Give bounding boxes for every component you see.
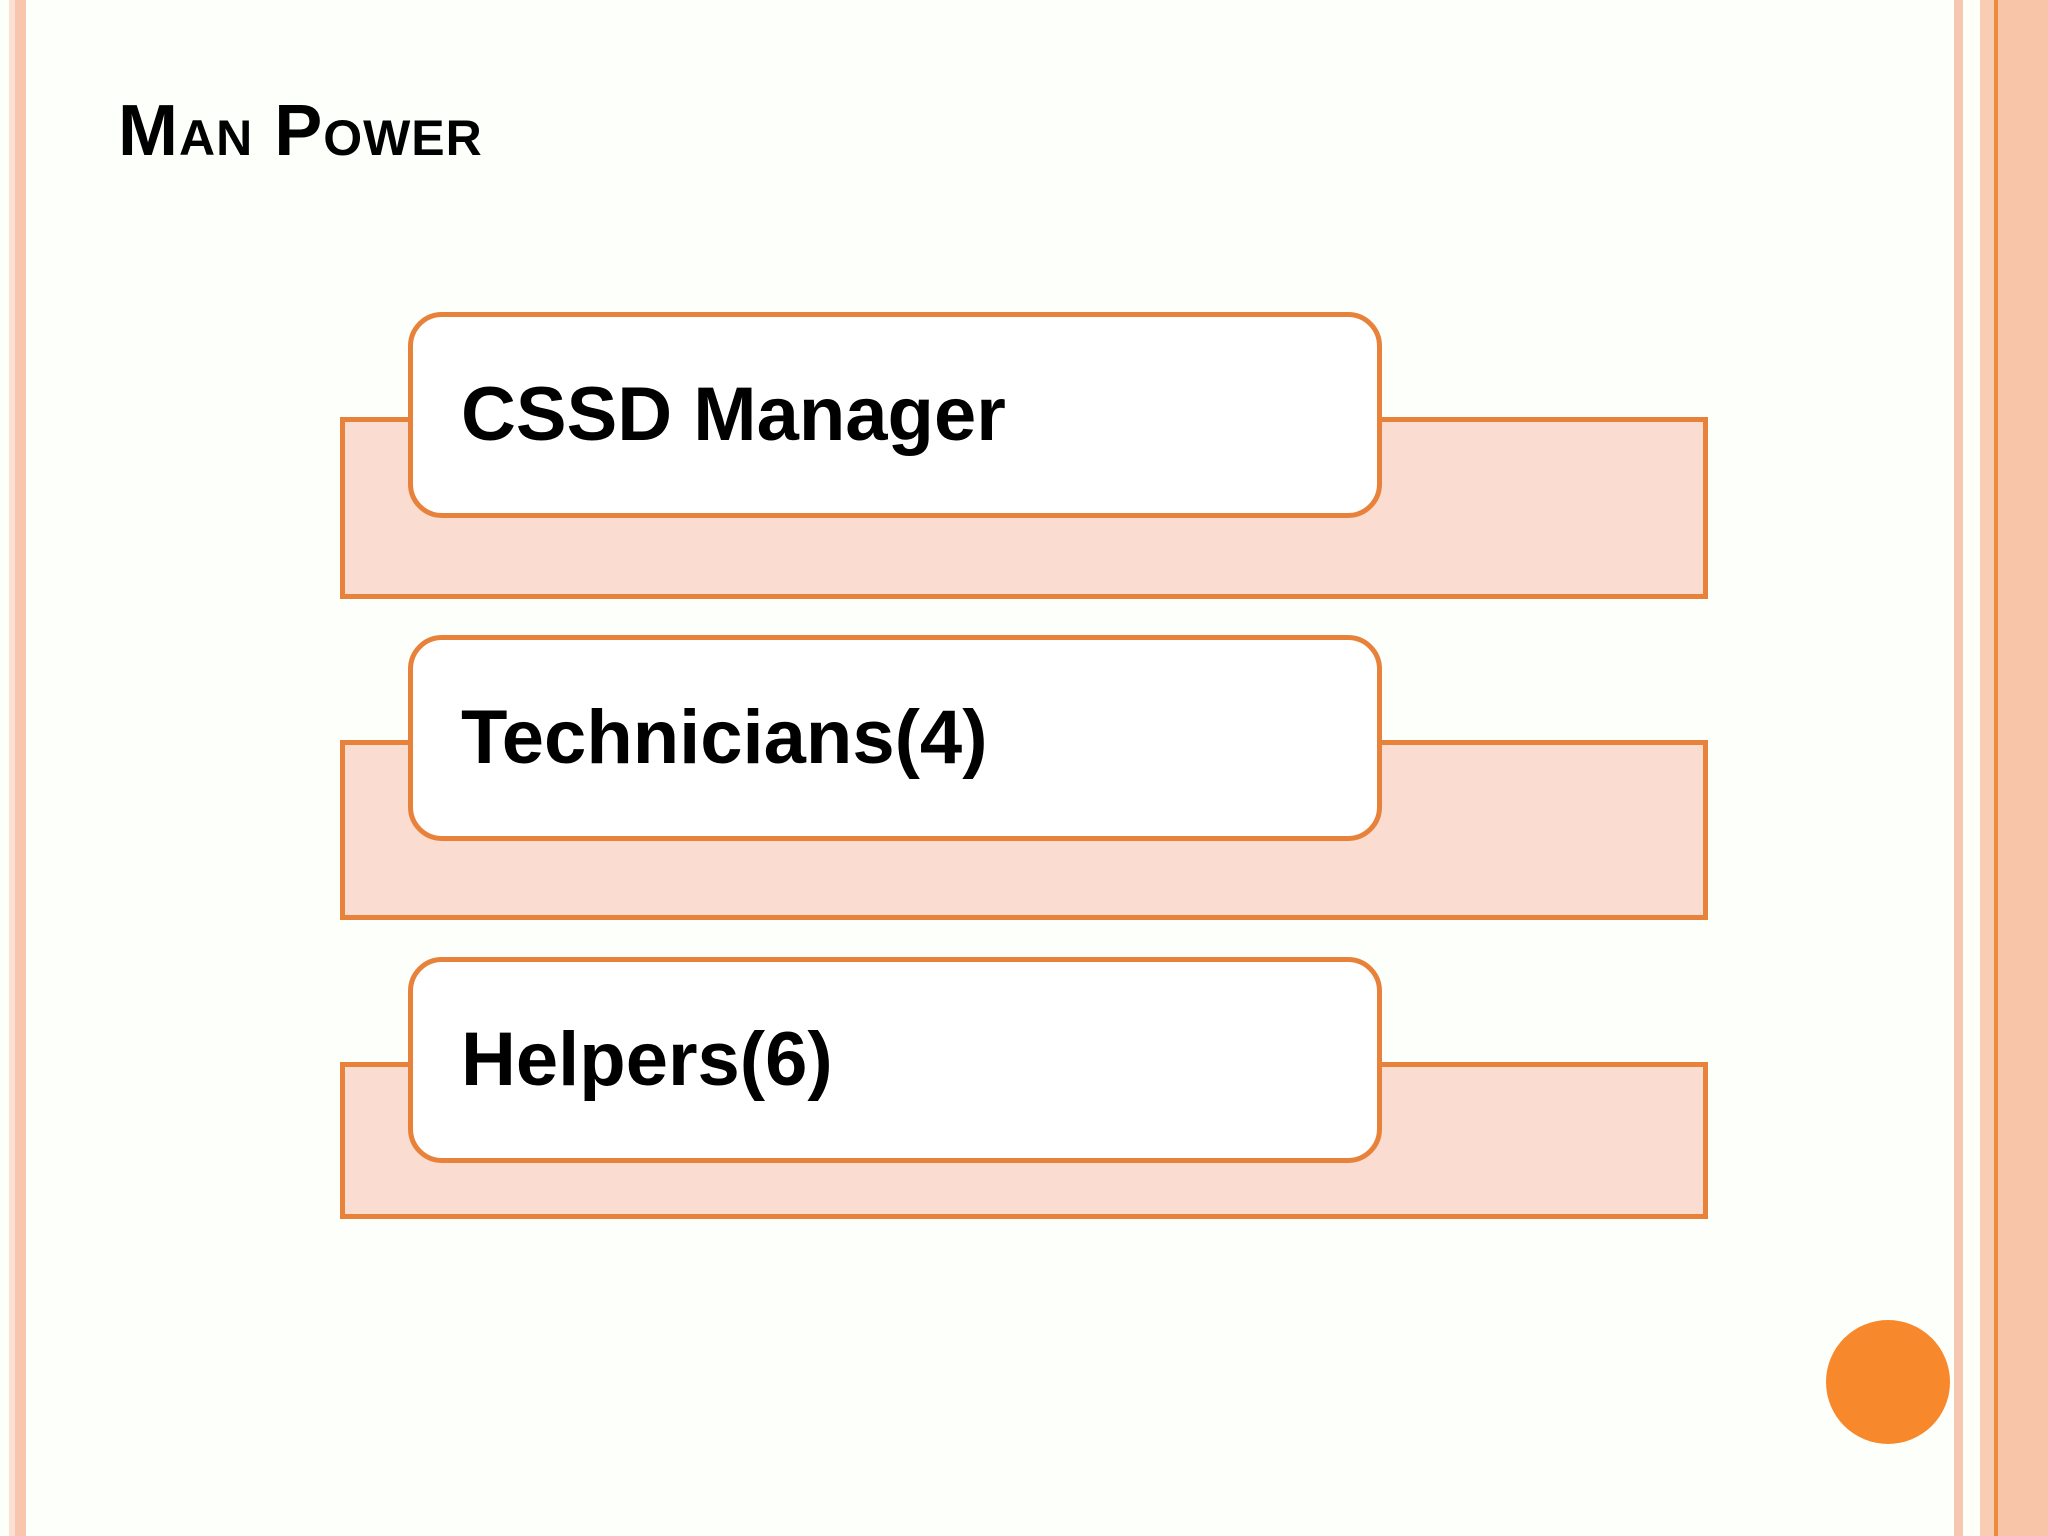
- list-item-label: CSSD Manager: [461, 372, 1006, 457]
- right-stripe-outer: [1954, 0, 1963, 1536]
- left-stripe-peach: [15, 0, 26, 1536]
- list-item-label: Helpers(6): [461, 1017, 833, 1102]
- left-stripe-light: [9, 0, 15, 1536]
- right-stripe-gap: [1963, 0, 1980, 1536]
- list-item[interactable]: Helpers(6): [408, 957, 1382, 1163]
- right-stripe-accent-line: [1994, 0, 1998, 1536]
- list-item-label: Technicians(4): [461, 695, 988, 780]
- orange-circle-icon: [1826, 1320, 1950, 1444]
- right-stripe-band-inner: [1998, 0, 2048, 1536]
- list-item[interactable]: CSSD Manager: [408, 312, 1382, 518]
- page-title: Man Power: [118, 91, 483, 171]
- list-item[interactable]: Technicians(4): [408, 635, 1382, 841]
